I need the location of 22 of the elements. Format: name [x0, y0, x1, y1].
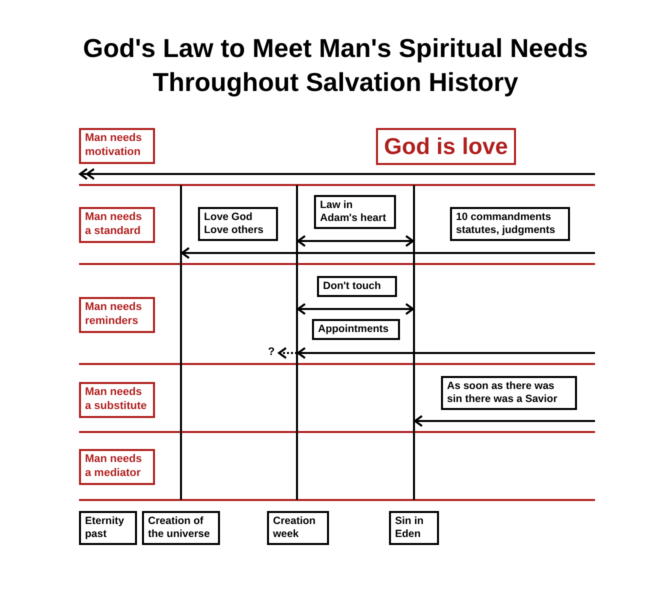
note-box: Don't touch — [317, 276, 397, 298]
need-heading: Man needs a standard — [79, 207, 155, 242]
diagram-title: God's Law to Meet Man's Spiritual Needs Throughout Salvation History — [82, 32, 589, 99]
need-heading: Man needs motivation — [79, 128, 155, 164]
need-heading: Man needs a mediator — [79, 449, 155, 484]
note-text: 10 commandments — [456, 211, 552, 224]
note-box — [198, 207, 278, 242]
need-heading: Man needs a substitute — [79, 382, 155, 418]
motto-label: God is love — [376, 128, 516, 165]
era-label: Creation of the universe — [142, 511, 220, 546]
era-label: Sin in Eden — [389, 511, 439, 546]
note-box — [450, 207, 570, 242]
note-box: Appointments — [312, 319, 400, 340]
need-heading: Man needs reminders — [79, 297, 155, 332]
note-text: Love God — [204, 211, 254, 224]
note-box: As soon as there was sin there was a Savior — [441, 376, 577, 410]
note-box: Law in Adam's heart — [314, 195, 396, 230]
era-label: Eternity past — [79, 511, 137, 546]
question-mark: ? — [268, 346, 275, 358]
era-label: Creation week — [267, 511, 329, 546]
note-text: Love others — [204, 224, 265, 238]
note-text: statutes, judgments — [456, 224, 556, 238]
